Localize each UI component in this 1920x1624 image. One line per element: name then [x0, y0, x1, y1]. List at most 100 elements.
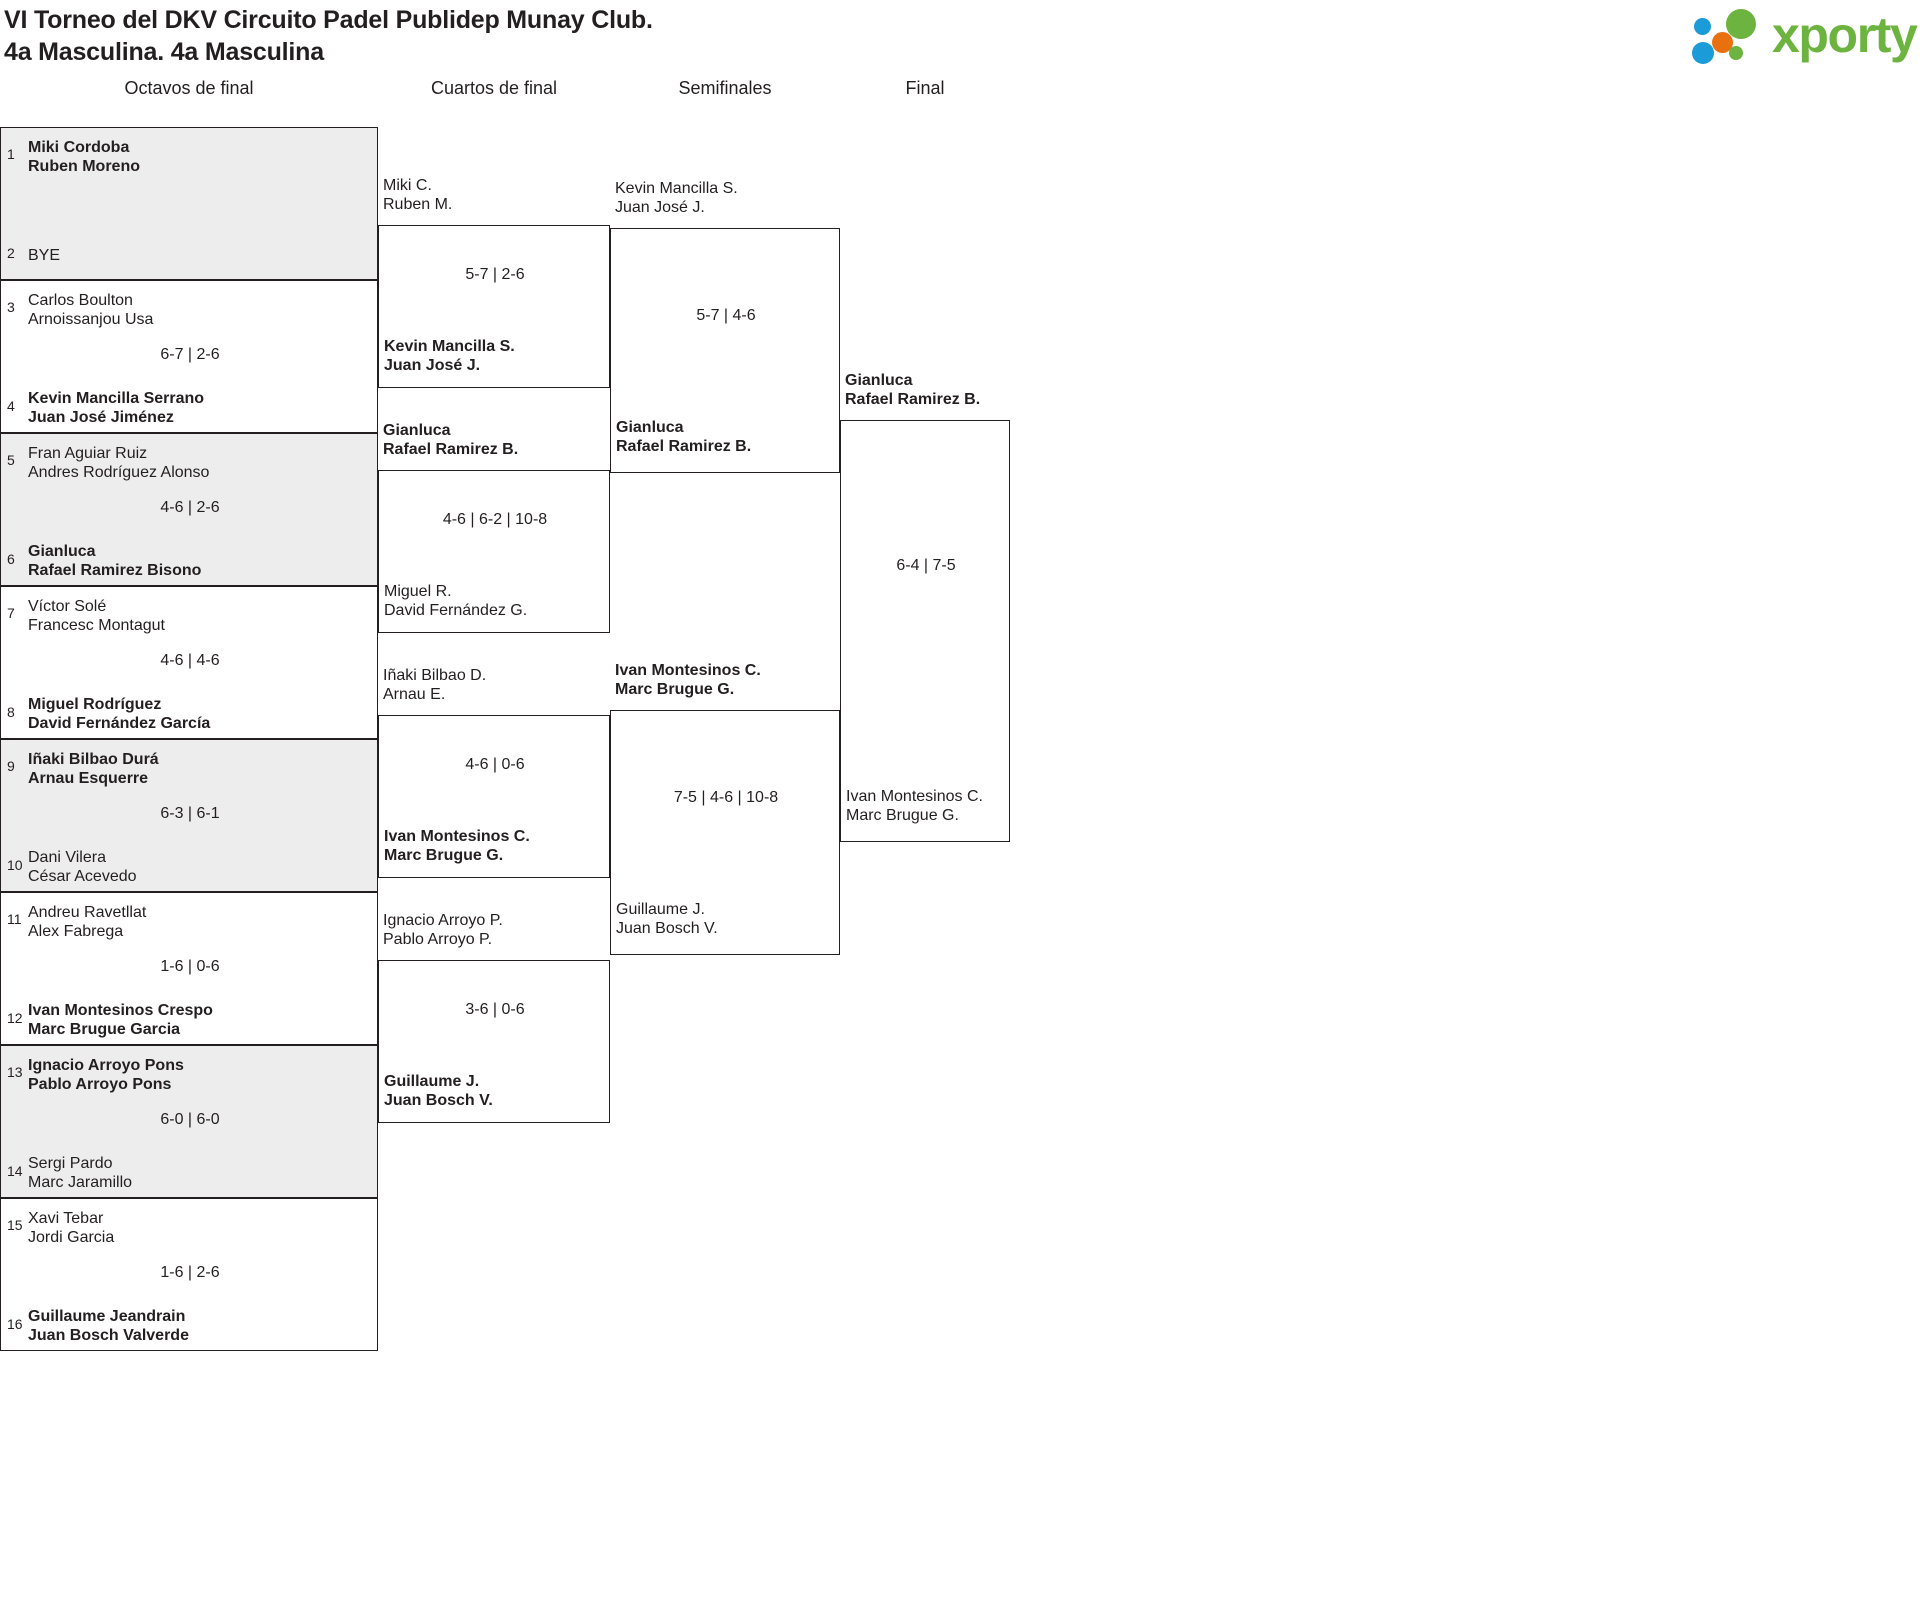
seed-number-11: 11: [7, 911, 22, 927]
team-r16-5-top-line-2: Arnau Esquerre: [28, 769, 149, 787]
logo-dot-green-large: [1726, 9, 1756, 39]
team-qf-2-bottom: Miguel R.David Fernández G.: [384, 583, 527, 620]
team-qf-4-top-line-2: Pablo Arroyo P.: [383, 930, 493, 948]
team-final-bottom: Ivan Montesinos C.Marc Brugue G.: [846, 788, 983, 825]
team-sf-2-top-line-1: Ivan Montesinos C.: [615, 662, 761, 679]
team-qf-4-top: Ignacio Arroyo P.Pablo Arroyo P.: [383, 912, 503, 949]
team-sf-1-top: Kevin Mancilla S.Juan José J.: [615, 180, 738, 217]
round-header-octavos: Octavos de final: [124, 78, 254, 98]
team-r16-4-bottom-line-2: David Fernández García: [28, 714, 211, 732]
team-r16-2-bottom-line-2: Juan José Jiménez: [28, 408, 174, 426]
team-r16-1-top-line-1: Miki Cordoba: [28, 139, 130, 156]
team-r16-1-top-line-2: Ruben Moreno: [28, 157, 140, 175]
team-qf-2-top-line-2: Rafael Ramirez B.: [383, 440, 519, 458]
seed-number-2: 2: [7, 245, 15, 261]
team-final-bottom-line-1: Ivan Montesinos C.: [846, 788, 983, 805]
seed-number-3: 3: [7, 299, 15, 315]
team-r16-6-bottom-line-1: Ivan Montesinos Crespo: [28, 1002, 213, 1019]
team-r16-5-bottom-line-2: César Acevedo: [28, 867, 137, 885]
logo-dot-green-small: [1729, 46, 1743, 60]
seed-number-13: 13: [7, 1064, 23, 1080]
team-r16-3-bottom-line-1: Gianluca: [28, 543, 96, 560]
team-sf-1-top-line-2: Juan José J.: [615, 198, 705, 216]
team-sf-1-top-line-1: Kevin Mancilla S.: [615, 180, 738, 197]
score-r16-8: 1-6 | 2-6: [160, 1263, 220, 1281]
team-r16-8-top-line-2: Jordi Garcia: [28, 1228, 115, 1246]
team-sf-1-bottom-line-2: Rafael Ramirez B.: [616, 437, 752, 455]
team-final-bottom-line-2: Marc Brugue G.: [846, 806, 959, 824]
seed-number-8: 8: [7, 704, 15, 720]
score-qf-3: 4-6 | 0-6: [465, 755, 525, 773]
seed-number-12: 12: [7, 1010, 23, 1026]
team-sf-2-top-line-2: Marc Brugue G.: [615, 680, 735, 698]
team-r16-7-bottom-line-1: Sergi Pardo: [28, 1155, 113, 1172]
team-r16-4-top-line-2: Francesc Montagut: [28, 616, 165, 634]
seed-number-9: 9: [7, 758, 15, 774]
score-r16-3: 4-6 | 2-6: [160, 498, 220, 516]
team-qf-3-bottom-line-1: Ivan Montesinos C.: [384, 828, 530, 845]
team-final-top-line-2: Rafael Ramirez B.: [845, 390, 981, 408]
team-sf-2-bottom: Guillaume J.Juan Bosch V.: [616, 901, 718, 938]
score-final: 6-4 | 7-5: [896, 557, 956, 574]
team-qf-1-top: Miki C.Ruben M.: [383, 177, 452, 214]
score-r16-6: 1-6 | 0-6: [160, 957, 220, 975]
score-qf-2: 4-6 | 6-2 | 10-8: [442, 510, 548, 528]
team-r16-2-top-line-1: Carlos Boulton: [28, 292, 133, 309]
team-qf-3-top-line-1: Iñaki Bilbao D.: [383, 667, 487, 684]
team-qf-2-top-line-1: Gianluca: [383, 422, 451, 439]
team-qf-4-bottom-line-1: Guillaume J.: [384, 1073, 480, 1090]
page-title-line-1: VI Torneo del DKV Circuito Padel Publide…: [4, 6, 653, 34]
team-r16-6-top-line-1: Andreu Ravetllat: [28, 904, 147, 921]
team-r16-3-top-line-1: Fran Aguiar Ruiz: [28, 445, 148, 462]
team-qf-1-top-line-1: Miki C.: [383, 177, 432, 194]
team-r16-8-top-line-1: Xavi Tebar: [28, 1210, 104, 1227]
team-r16-5-bottom-line-1: Dani Vilera: [28, 849, 106, 866]
score-r16-2: 6-7 | 2-6: [160, 345, 220, 363]
team-sf-2-top: Ivan Montesinos C.Marc Brugue G.: [615, 662, 761, 699]
team-sf-2-bottom-line-2: Juan Bosch V.: [616, 919, 718, 937]
round-header-semifinales: Semifinales: [678, 78, 772, 98]
team-r16-7-bottom-line-2: Marc Jaramillo: [28, 1173, 133, 1191]
seed-number-16: 16: [7, 1316, 23, 1332]
logo-dot-blue-small: [1694, 18, 1711, 35]
team-qf-3-bottom-line-2: Marc Brugue G.: [384, 846, 504, 864]
team-qf-4-bottom: Guillaume J.Juan Bosch V.: [384, 1073, 493, 1110]
team-qf-2-bottom-line-1: Miguel R.: [384, 583, 452, 600]
team-r16-7-top-line-2: Pablo Arroyo Pons: [28, 1075, 172, 1093]
logo-dot-blue-large: [1692, 42, 1714, 64]
seed-number-1: 1: [7, 146, 15, 162]
team-qf-2-bottom-line-2: David Fernández G.: [384, 601, 528, 619]
team-qf-4-top-line-1: Ignacio Arroyo P.: [383, 912, 503, 929]
team-r16-4-bottom-line-1: Miguel Rodríguez: [28, 696, 162, 713]
page-title-line-2: 4a Masculina. 4a Masculina: [4, 38, 324, 66]
seed-number-7: 7: [7, 605, 15, 621]
team-sf-1-bottom-line-1: Gianluca: [616, 419, 684, 436]
